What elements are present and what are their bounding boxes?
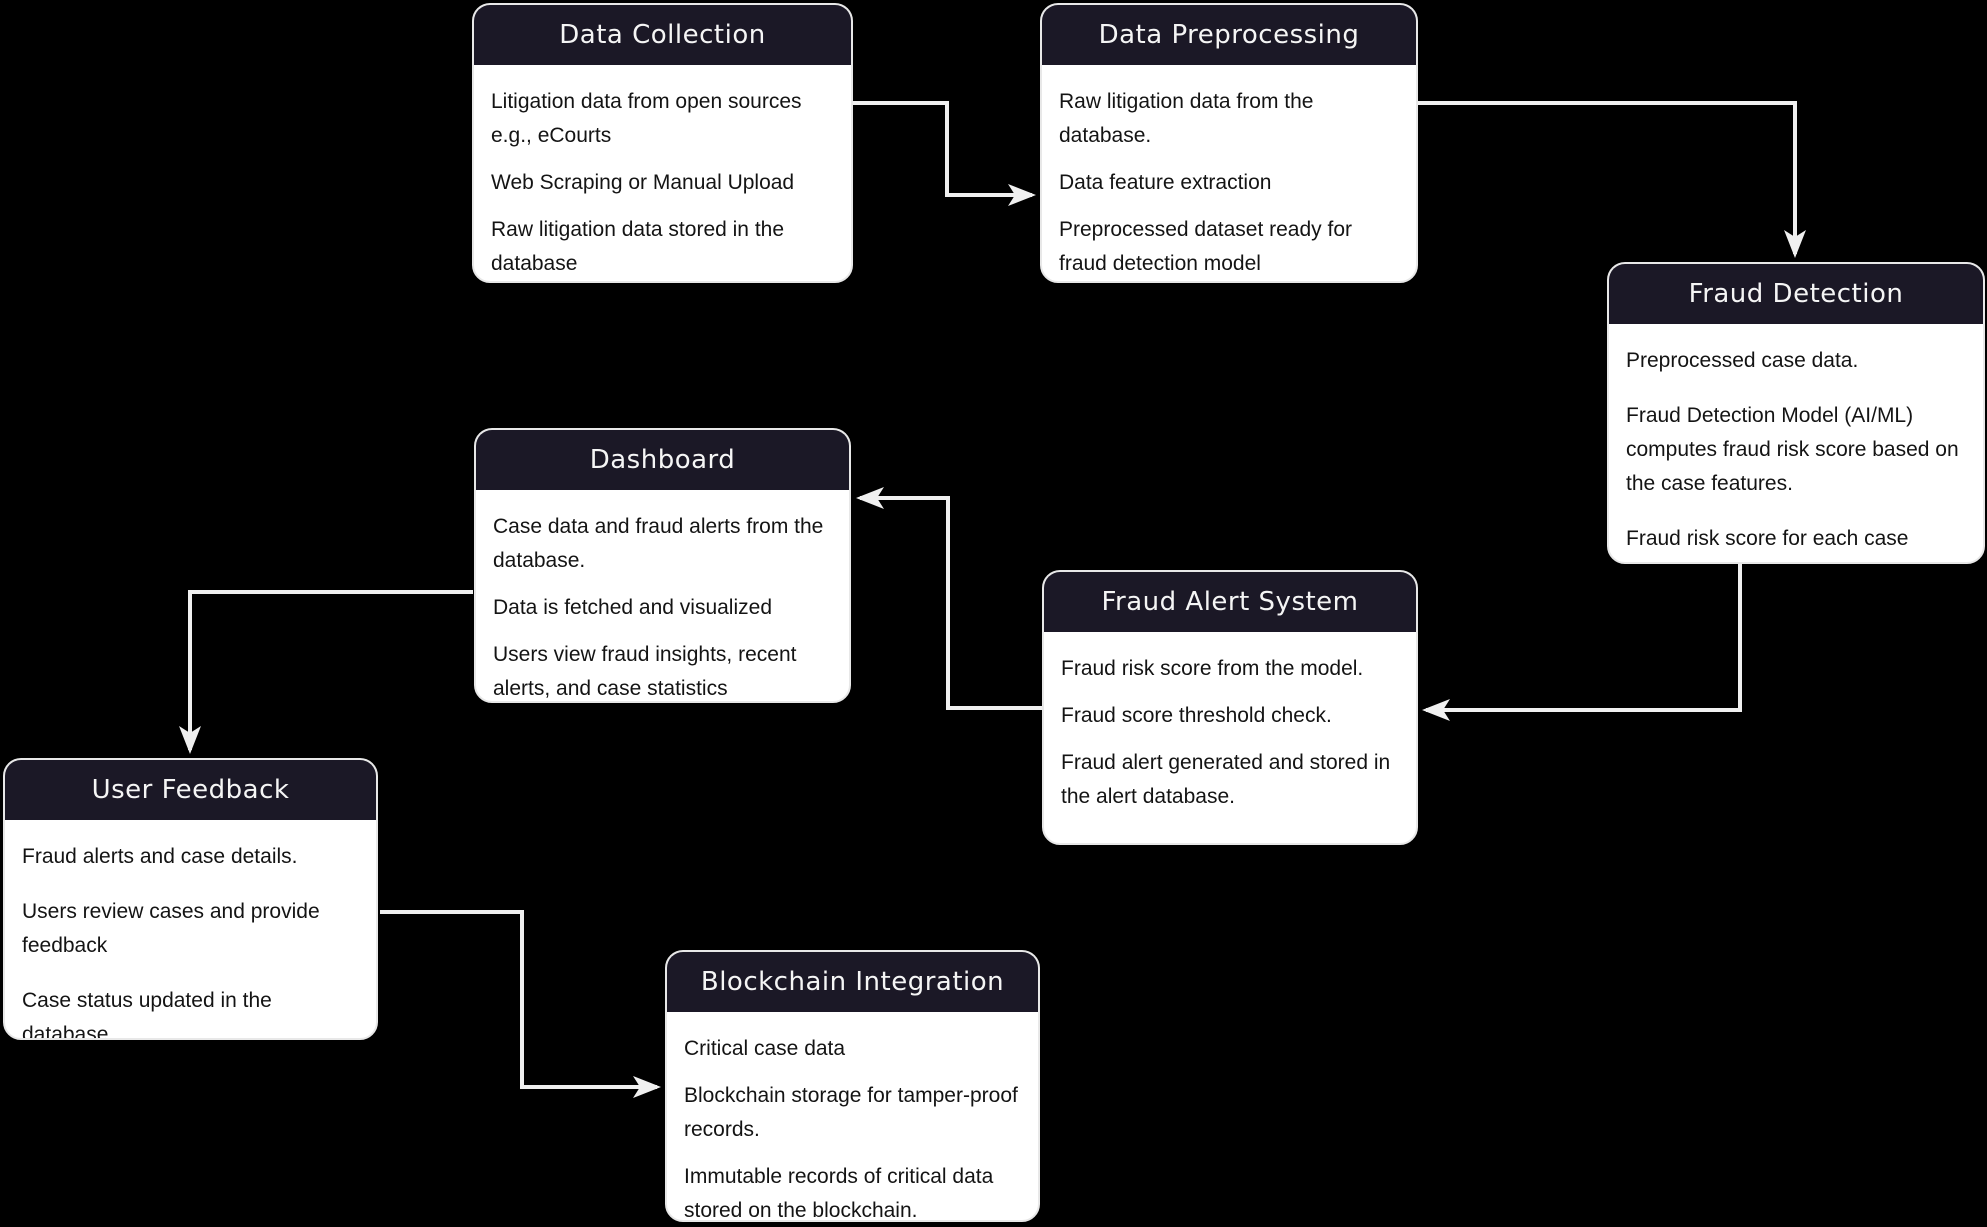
node-body-dashboard: Case data and fraud alerts from the data… [476, 490, 849, 701]
node-item: Data feature extraction [1059, 171, 1272, 194]
node-item: Users view fraud insights, recent alerts… [493, 643, 797, 700]
node-item: Critical case data [684, 1037, 846, 1060]
connector-dashboard-to-user-feedback [179, 590, 473, 754]
node-title-data-collection: Data Collection [474, 5, 851, 65]
node-item: Raw litigation data from the database. [1059, 90, 1314, 147]
node-title-data-preprocessing: Data Preprocessing [1042, 5, 1416, 65]
node-title-dashboard: Dashboard [476, 430, 849, 490]
connector-data-collection-to-data-preprocessing [852, 101, 1036, 206]
node-item: Fraud Detection Model (AI/ML) computes f… [1626, 404, 1959, 495]
node-data-collection: Data Collection Litigation data from ope… [472, 3, 853, 283]
node-body-data-preprocessing: Raw litigation data from the database. D… [1042, 65, 1416, 281]
node-item: Fraud alert generated and stored in the … [1061, 751, 1391, 808]
node-title-user-feedback: User Feedback [5, 760, 376, 820]
connector-fraud-alert-system-to-dashboard [856, 487, 1042, 710]
node-fraud-detection: Fraud Detection Preprocessed case data. … [1607, 262, 1985, 564]
node-item: Users review cases and provide feedback [22, 900, 320, 957]
node-dashboard: Dashboard Case data and fraud alerts fro… [474, 428, 851, 703]
node-body-data-collection: Litigation data from open sources e.g., … [474, 65, 851, 281]
node-fraud-alert-system: Fraud Alert System Fraud risk score from… [1042, 570, 1418, 845]
node-blockchain-integration: Blockchain Integration Critical case dat… [665, 950, 1040, 1222]
node-item: Preprocessed case data. [1626, 349, 1859, 372]
node-user-feedback: User Feedback Fraud alerts and case deta… [3, 758, 378, 1040]
node-item: Case data and fraud alerts from the data… [493, 515, 824, 572]
connector-user-feedback-to-blockchain-integration [380, 910, 661, 1098]
connector-fraud-detection-to-fraud-alert-system [1422, 564, 1742, 721]
node-item: Fraud score threshold check. [1061, 704, 1332, 727]
node-item: Fraud risk score from the model. [1061, 657, 1364, 680]
node-item: Immutable records of critical data store… [684, 1165, 994, 1222]
node-item: Web Scraping or Manual Upload [491, 171, 795, 194]
node-item: Raw litigation data stored in the databa… [491, 218, 785, 275]
node-item: Fraud alerts and case details. [22, 845, 298, 868]
node-item: Preprocessed dataset ready for fraud det… [1059, 218, 1352, 275]
node-title-blockchain-integration: Blockchain Integration [667, 952, 1038, 1012]
connector-data-preprocessing-to-fraud-detection [1418, 101, 1806, 258]
node-body-fraud-alert-system: Fraud risk score from the model. Fraud s… [1044, 632, 1416, 814]
node-title-fraud-alert-system: Fraud Alert System [1044, 572, 1416, 632]
node-body-user-feedback: Fraud alerts and case details. Users rev… [5, 820, 376, 1040]
node-data-preprocessing: Data Preprocessing Raw litigation data f… [1040, 3, 1418, 283]
node-body-fraud-detection: Preprocessed case data. Fraud Detection … [1609, 324, 1983, 556]
node-item: Blockchain storage for tamper-proof reco… [684, 1084, 1018, 1141]
node-item: Fraud risk score for each case [1626, 527, 1909, 550]
node-title-fraud-detection: Fraud Detection [1609, 264, 1983, 324]
node-body-blockchain-integration: Critical case data Blockchain storage fo… [667, 1012, 1038, 1222]
node-item: Data is fetched and visualized [493, 596, 772, 619]
node-item: Litigation data from open sources e.g., … [491, 90, 802, 147]
node-item: Case status updated in the database. [22, 989, 272, 1040]
